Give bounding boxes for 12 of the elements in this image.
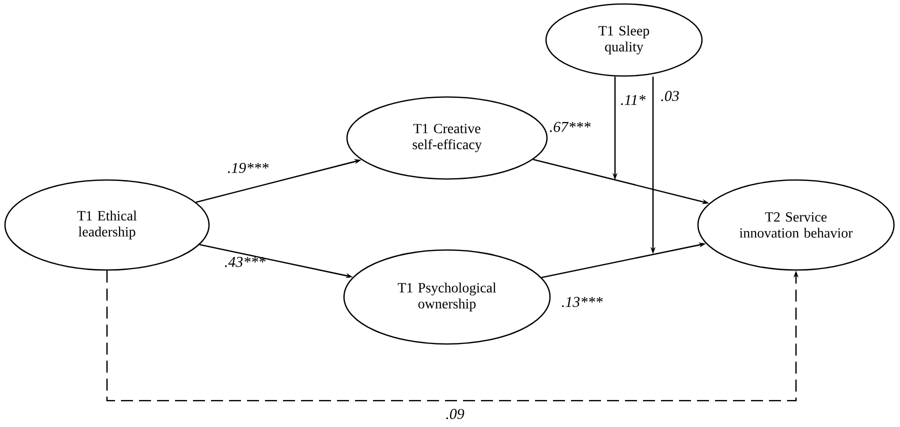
edge-label: .03 <box>661 90 679 102</box>
ellipse-node: T1 Psychological ownership <box>343 249 551 345</box>
edge-label: .43*** <box>225 256 266 268</box>
edge-label: .11* <box>621 94 646 106</box>
edge-label: .67*** <box>550 122 591 132</box>
edge-label: .09 <box>446 408 464 420</box>
ellipse-node: T1 Ethical leadership <box>4 179 210 271</box>
ellipse-node: T1 Sleep quality <box>545 3 703 77</box>
edge-label: .13*** <box>562 296 603 308</box>
ellipse-node: T1 Creative self-efficacy <box>346 96 548 180</box>
edge-label: .19*** <box>228 162 269 174</box>
ellipse-node: T2 Service innovation behavior <box>697 179 895 271</box>
